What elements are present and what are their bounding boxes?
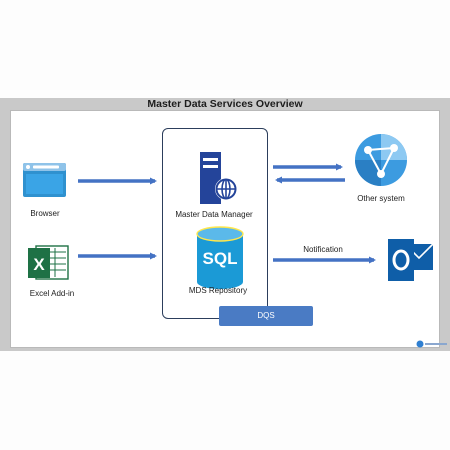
manager-label: Master Data Manager [175,210,253,219]
outlook-icon: O [388,239,434,281]
browser-icon [23,163,66,197]
sql-label: SQL [203,249,238,268]
excel-glyph: X [33,255,45,274]
browser-label: Browser [30,209,60,218]
other-system-label: Other system [357,194,405,203]
brand-logo [416,340,447,348]
sql-database-icon: SQL [196,226,244,289]
diagram-title: Master Data Services Overview [147,98,303,110]
azure-icon [355,134,407,186]
excel-icon: X [28,245,69,280]
repository-label: MDS Repository [188,286,248,295]
dqs-box: DQS [219,306,313,326]
server-icon [200,152,237,204]
notification-label: Notification [303,245,343,254]
arrows [78,163,376,264]
excel-label: Excel Add-in [29,289,75,298]
